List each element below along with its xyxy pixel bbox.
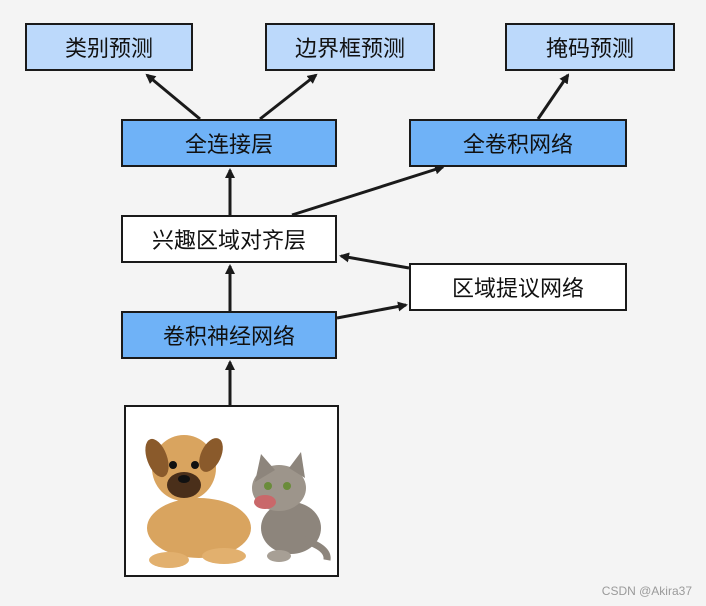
arrow-fc-to-bbox (259, 73, 318, 121)
kitten-icon (252, 452, 331, 562)
class-prediction-label: 类别预测 (64, 37, 153, 62)
arrow-fcn-to-mask (536, 73, 570, 120)
region-proposal-box: 区域提议网络 (409, 263, 627, 311)
fully-convolutional-box: 全卷积网络 (409, 119, 627, 167)
class-prediction-box: 类别预测 (25, 23, 193, 71)
fully-convolutional-label: 全卷积网络 (462, 133, 573, 158)
arrow-cnn-to-rpn (336, 301, 408, 320)
watermark: CSDN @Akira37 (601, 584, 692, 598)
puppy-icon (145, 435, 251, 568)
mask-prediction-label: 掩码预测 (545, 37, 634, 62)
bbox-prediction-label: 边界框预测 (294, 37, 405, 62)
region-proposal-label: 区域提议网络 (451, 277, 584, 302)
roi-align-box: 兴趣区域对齐层 (121, 215, 337, 263)
roi-align-label: 兴趣区域对齐层 (151, 229, 306, 254)
bbox-prediction-box: 边界框预测 (265, 23, 435, 71)
arrow-rpn-to-roi (339, 252, 410, 270)
cnn-box: 卷积神经网络 (121, 311, 337, 359)
cnn-label: 卷积神经网络 (162, 325, 295, 350)
arrow-roi-to-fcn (291, 164, 445, 217)
arrow-fc-to-class (145, 73, 201, 121)
mask-prediction-box: 掩码预测 (505, 23, 675, 71)
input-image (124, 405, 339, 577)
puppy-kitten-illustration (145, 435, 331, 568)
fully-connected-box: 全连接层 (121, 119, 337, 167)
fully-connected-label: 全连接层 (184, 133, 273, 158)
